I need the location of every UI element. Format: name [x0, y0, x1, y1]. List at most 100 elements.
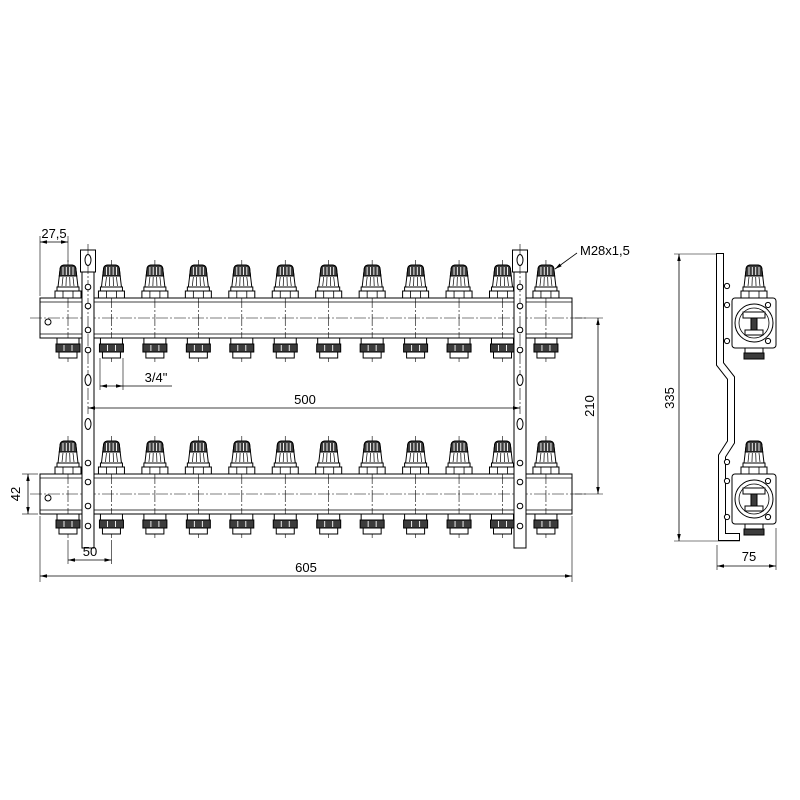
side-screw	[764, 301, 772, 309]
valve-handwheel	[445, 264, 473, 299]
dim-label-outlet-pitch: 50	[83, 544, 97, 559]
valve-hex-nut	[489, 466, 516, 475]
side-valve-stem	[750, 317, 758, 331]
fitting-tail	[319, 527, 339, 535]
fitting-hex	[446, 343, 472, 353]
bracket-layer	[80, 244, 528, 549]
valve-cap-top	[406, 264, 425, 277]
fitting-tail	[188, 527, 208, 535]
valve-hex-nut	[97, 290, 125, 299]
valve-hex-nut	[54, 290, 82, 299]
outlet-fitting	[359, 337, 385, 359]
outlet-fitting	[403, 337, 429, 359]
fitting-tail	[449, 527, 469, 535]
valve-return-11	[489, 436, 516, 538]
side-upper-assembly	[723, 264, 777, 360]
valve-hex-nut	[445, 466, 473, 475]
valve-hex-nut	[740, 466, 768, 475]
fitting-tail	[449, 351, 469, 359]
cap-rib	[747, 452, 750, 463]
cap-rib	[72, 276, 75, 287]
fitting-nut	[404, 337, 428, 345]
front-view	[30, 244, 586, 549]
bracket-mount-slot	[84, 254, 92, 266]
valve-supply-12	[532, 260, 560, 362]
cap-rib	[246, 452, 249, 463]
valve-handwheel	[271, 264, 299, 299]
fitting-hex	[490, 519, 515, 529]
side-screw	[723, 477, 731, 485]
fitting-nut	[99, 337, 123, 345]
side-valve-seat	[742, 487, 766, 495]
valve-cap-top	[362, 264, 382, 277]
fitting-tail	[58, 527, 78, 535]
fitting-hex	[316, 343, 342, 353]
cap-rib	[116, 276, 118, 287]
fitting-hex	[55, 519, 81, 529]
valve-supply-10	[445, 260, 473, 362]
valve-cap-top	[493, 440, 512, 453]
valve-handwheel	[184, 440, 212, 475]
valve-collar	[491, 462, 514, 468]
cap-rib	[116, 452, 118, 463]
side-screw	[764, 337, 772, 345]
fitting-nut	[317, 513, 341, 521]
fitting-tail	[362, 351, 382, 359]
valve-return-6	[271, 436, 299, 538]
dim-label-depth: 75	[742, 549, 756, 564]
wall-bracket-right	[512, 244, 528, 549]
fitting-hex	[533, 519, 559, 529]
valve-supply-2	[97, 260, 125, 362]
valve-collar	[273, 462, 297, 468]
outlet-fitting	[272, 337, 298, 359]
cap-rib	[452, 452, 455, 463]
valve-collar	[742, 462, 766, 468]
cap-rib	[452, 276, 455, 287]
cap-rib	[539, 452, 542, 463]
valve-handwheel	[740, 264, 768, 299]
valve-hex-nut	[54, 466, 82, 475]
valve-collar	[99, 286, 123, 292]
valve-hex-nut	[740, 290, 768, 299]
valve-cap-top	[145, 440, 165, 453]
fitting-nut	[534, 337, 558, 345]
cap-rib	[322, 276, 325, 287]
bracket-mount-slot	[516, 418, 524, 430]
cap-rib	[507, 452, 509, 463]
valve-handwheel	[402, 440, 430, 475]
valve-cap-top	[744, 264, 764, 277]
fitting-tail	[232, 527, 252, 535]
fitting-hex	[98, 343, 124, 353]
valve-cap-top	[58, 440, 78, 453]
dim-label-edge-offset: 27,5	[41, 226, 66, 241]
valve-hex-nut	[97, 466, 125, 475]
valve-hex-nut	[402, 466, 430, 475]
valve-handwheel	[54, 440, 82, 475]
fitting-hex	[533, 343, 559, 353]
fitting-hex	[490, 343, 515, 353]
valve-collar	[56, 286, 80, 292]
valve-handwheel	[532, 440, 560, 475]
side-screw	[723, 337, 731, 345]
fitting-hex	[185, 343, 211, 353]
valve-collar	[230, 462, 254, 468]
fitting-hex	[403, 343, 429, 353]
valve-cap-top	[275, 440, 295, 453]
dimensions: 27,5 M28x1,5 3/4" 500 210 42 50 605	[8, 226, 777, 582]
valve-cap-top	[319, 440, 338, 453]
outlet-fitting	[272, 513, 298, 535]
fitting-nut	[143, 513, 167, 521]
valve-handwheel	[315, 264, 343, 299]
fitting-tail	[188, 351, 208, 359]
valve-cap-top	[536, 264, 556, 277]
fitting-hex	[272, 519, 298, 529]
valve-collar	[447, 462, 471, 468]
outlet-fitting	[142, 337, 168, 359]
fitting-nut	[491, 337, 514, 345]
valve-hex-nut	[141, 290, 169, 299]
valve-supply-5	[228, 260, 256, 362]
valve-hex-nut	[358, 466, 386, 475]
valve-supply-1	[54, 260, 82, 362]
valve-hex-nut	[532, 290, 560, 299]
bracket-screw	[84, 522, 92, 530]
